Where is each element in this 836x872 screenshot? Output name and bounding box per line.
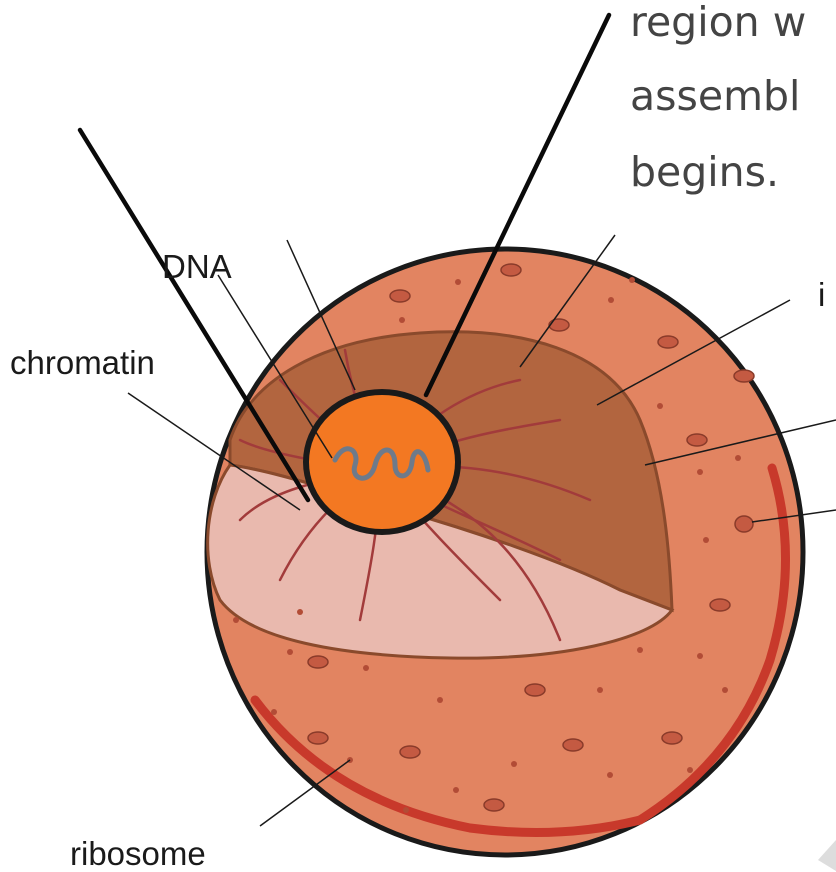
ribosome-label: ribosome bbox=[70, 837, 206, 870]
dna-label: DNA bbox=[162, 250, 232, 283]
note-line-2: assembl bbox=[630, 76, 800, 117]
inner-partial-label: i bbox=[818, 278, 825, 311]
corner-mark bbox=[818, 840, 836, 871]
chromatin-label: chromatin bbox=[10, 346, 155, 379]
nucleolus bbox=[306, 392, 458, 532]
note-line-1: region w bbox=[630, 2, 806, 43]
note-line-3: begins. bbox=[630, 152, 779, 193]
